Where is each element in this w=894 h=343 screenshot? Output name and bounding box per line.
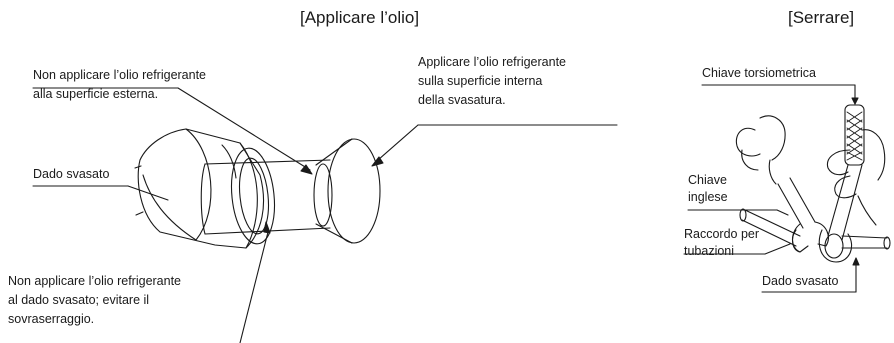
flare-drawing <box>313 138 381 244</box>
nut-warning-line-2: al dado svasato; evitare il <box>8 293 150 307</box>
pipe-union-drawing <box>683 208 891 255</box>
inner-surface-label: Applicare l’olio refrigerante sulla supe… <box>418 53 566 110</box>
inner-surface-line-1: Applicare l’olio refrigerante <box>418 55 566 69</box>
flare-nut-right-leader <box>761 257 860 293</box>
spanner-line-2: inglese <box>688 190 728 204</box>
spanner-label: Chiave inglese <box>688 172 728 206</box>
torque-wrench-drawing <box>701 84 886 263</box>
flare-nut-right-label: Dado svasato <box>762 274 839 288</box>
inner-surface-line-2: sulla superficie interna <box>418 74 543 88</box>
apply-oil-title: [Applicare l’olio] <box>300 8 420 27</box>
nut-warning-line-3: sovraserraggio. <box>8 312 95 326</box>
tighten-title: [Serrare] <box>788 8 855 27</box>
spanner-drawing <box>687 115 829 253</box>
nut-warning-line-1: Non applicare l’olio refrigerante <box>8 274 182 288</box>
torque-wrench-label: Chiave torsiometrica <box>702 66 816 80</box>
inner-surface-line-3: della svasatura. <box>418 93 506 107</box>
spanner-line-1: Chiave <box>688 173 727 187</box>
outer-surface-line-1: Non applicare l’olio refrigerante <box>33 68 207 82</box>
pipe-union-line-1: Raccordo per <box>684 227 760 241</box>
outer-surface-label: Non applicare l’olio refrigerante alla s… <box>33 66 206 104</box>
left-leader-lines <box>32 87 618 343</box>
flare-nut-left-label: Dado svasato <box>33 167 110 181</box>
outer-surface-line-2: alla superficie esterna. <box>33 87 159 101</box>
nut-warning-label: Non applicare l’olio refrigerante al dad… <box>8 272 181 329</box>
flare-nut-drawing <box>134 128 276 249</box>
